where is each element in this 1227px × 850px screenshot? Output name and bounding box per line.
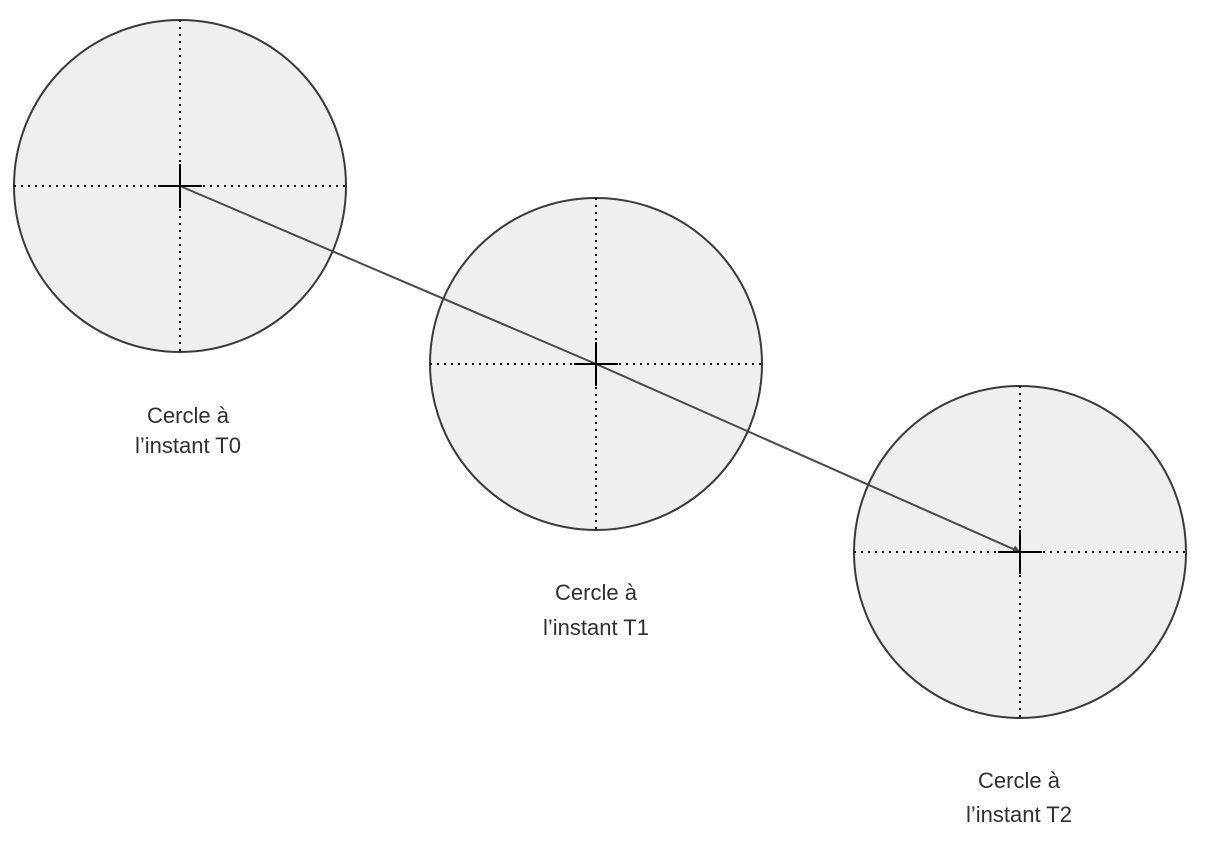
label-t0-line2: l’instant T0 (135, 433, 241, 458)
label-t0-line1: Cercle à (147, 403, 230, 428)
label-t2-line2: l’instant T2 (966, 802, 1072, 827)
crosshair-t2 (998, 530, 1042, 574)
label-t2-line1: Cercle à (978, 768, 1061, 793)
crosshair-t1 (574, 342, 618, 386)
label-t1-line1: Cercle à (555, 580, 638, 605)
crosshair-t0 (158, 164, 202, 208)
label-t1-line2: l’instant T1 (543, 615, 649, 640)
